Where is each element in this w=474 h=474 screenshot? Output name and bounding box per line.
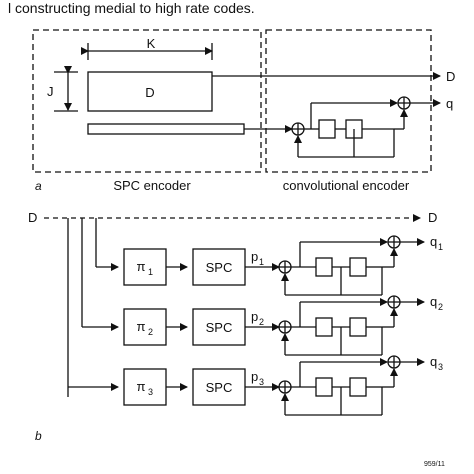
q-label: q [430, 234, 437, 249]
spc-label: SPC [206, 320, 233, 335]
delay-1 [318, 119, 336, 139]
k-label: K [147, 36, 156, 51]
pi-label: π [137, 319, 146, 334]
delay-2 [349, 317, 367, 337]
out-d-label: D [446, 69, 455, 84]
pi-subscript: 2 [148, 327, 153, 337]
p-label: p [251, 249, 258, 264]
pi-subscript: 1 [148, 267, 153, 277]
panel-a-label: a [35, 179, 42, 193]
p-label: p [251, 309, 258, 324]
p-subscript: 3 [259, 377, 264, 387]
figure-a [32, 29, 441, 173]
p-subscript: 2 [259, 317, 264, 327]
j-label: J [47, 84, 54, 99]
q-subscript: 2 [438, 302, 443, 312]
conv-encoder-caption: convolutional encoder [283, 178, 410, 193]
parity-strip [87, 123, 245, 135]
delay-2 [349, 377, 367, 397]
p-label: p [251, 369, 258, 384]
figure-b [44, 214, 421, 397]
header-text: l constructing medial to high rate codes… [8, 0, 255, 16]
data-block [87, 71, 213, 112]
pi-label: π [137, 379, 146, 394]
conv-encoder-box [265, 29, 432, 173]
q-label: q [430, 354, 437, 369]
delay-2 [349, 257, 367, 277]
q-subscript: 1 [438, 242, 443, 252]
figure-a-labels: K J D D q a SPC encoder convolutional en… [35, 36, 455, 193]
spc-encoder-caption: SPC encoder [113, 178, 191, 193]
panel-b-label: b [35, 429, 42, 443]
input-d-label: D [28, 210, 37, 225]
delay-1 [315, 377, 333, 397]
pi-label: π [137, 259, 146, 274]
delay-1 [315, 257, 333, 277]
output-d-label: D [428, 210, 437, 225]
spc-label: SPC [206, 260, 233, 275]
out-q-label: q [446, 96, 453, 111]
spc-encoder-box [32, 29, 262, 173]
p-subscript: 1 [259, 257, 264, 267]
q-label: q [430, 294, 437, 309]
data-block-label: D [145, 85, 154, 100]
figure-b-labels: D D b 959/11 [28, 210, 445, 468]
spc-label: SPC [206, 380, 233, 395]
pi-subscript: 3 [148, 387, 153, 397]
q-subscript: 3 [438, 362, 443, 372]
figure-id: 959/11 [424, 461, 445, 468]
delay-1 [315, 317, 333, 337]
